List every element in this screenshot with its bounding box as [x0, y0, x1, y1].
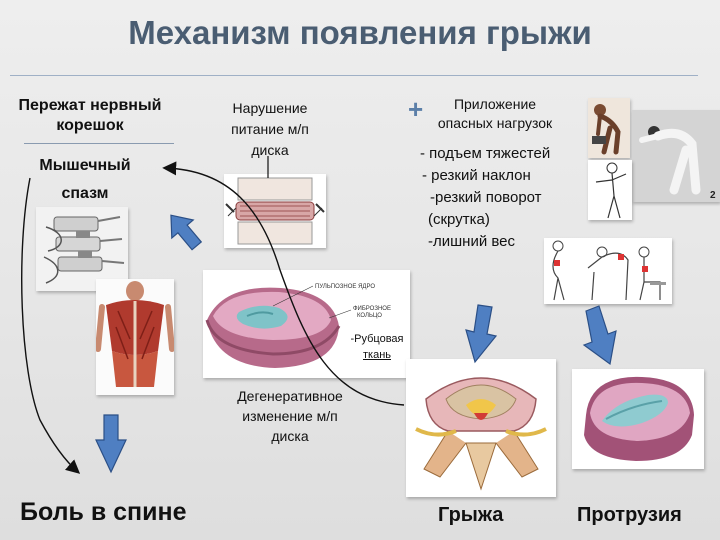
pinched-root-line-1: Пережат нервный [18, 97, 162, 114]
loads-line-2: опасных нагрузок [437, 115, 553, 131]
twist-illustration [588, 160, 632, 220]
hernia-image [406, 359, 556, 497]
athlete-bending-photo: 2 [632, 110, 720, 202]
arrow-down-to-pain [95, 414, 127, 474]
posture-illustrations [544, 238, 672, 304]
muscle-spasm-line-2: спазм [61, 185, 109, 202]
title-divider [10, 75, 698, 76]
list-item: - подъем тяжестей [420, 145, 551, 162]
muscle-spasm-line-1: Мышечный [39, 157, 131, 174]
back-muscles-image [96, 279, 174, 395]
scar-line-1: -Рубцовая [350, 333, 404, 345]
disc-nutrition-label: Нарушение питание м/п диска [210, 98, 330, 161]
load-list: - подъем тяжестей - резкий наклон -резки… [420, 143, 550, 253]
left-divider [24, 143, 174, 144]
nutrition-line-1: Нарушение [232, 100, 308, 116]
list-item: (скрутка) [428, 211, 490, 228]
list-item: -резкий поворот [430, 189, 542, 206]
plus-icon: + [408, 94, 424, 124]
back-pain-outcome: Боль в спине [20, 498, 187, 526]
list-item: -лишний вес [428, 233, 516, 250]
arrow-down-to-hernia [465, 304, 498, 364]
degen-line-1: Дегенеративное [237, 388, 343, 404]
scar-tissue-label: -Рубцовая ткань [344, 331, 410, 363]
degen-line-3: диска [271, 428, 309, 444]
loads-line-1: Приложение [453, 96, 537, 112]
degenerative-change-label: Дегенеративное изменение м/п диска [220, 386, 360, 446]
arrow-down-to-protrusion [582, 305, 617, 366]
page-title: Механизм появления грыжи [128, 14, 592, 51]
protrusion-outcome: Протрузия [577, 504, 682, 526]
disc-ring-label-2: КОЛЬЦО [357, 313, 382, 319]
disc-nucleus-label: ПУЛЬПОЗНОЕ ЯДРО [315, 284, 375, 290]
photo-number: 2 [710, 190, 716, 201]
lifting-photo [588, 98, 630, 158]
pinched-root-label: Пережат нервный корешок [0, 96, 180, 136]
hernia-outcome: Грыжа [438, 504, 504, 526]
compressed-disc-image [224, 174, 326, 248]
muscle-spasm-label: Мышечный спазм [5, 152, 165, 208]
list-item: - резкий наклон [422, 167, 531, 184]
degen-line-2: изменение м/п [242, 408, 338, 424]
disc-ring-label-1: ФИБРОЗНОЕ [353, 306, 391, 312]
scar-line-2: ткань [362, 349, 391, 361]
dangerous-loads-label: Приложение опасных нагрузок [420, 95, 570, 133]
pinched-root-line-2: корешок [56, 117, 124, 134]
nutrition-line-2: питание м/п [231, 121, 309, 137]
protrusion-image [572, 369, 704, 469]
nutrition-line-3: диска [251, 142, 289, 158]
arrow-to-muscles [170, 214, 203, 251]
